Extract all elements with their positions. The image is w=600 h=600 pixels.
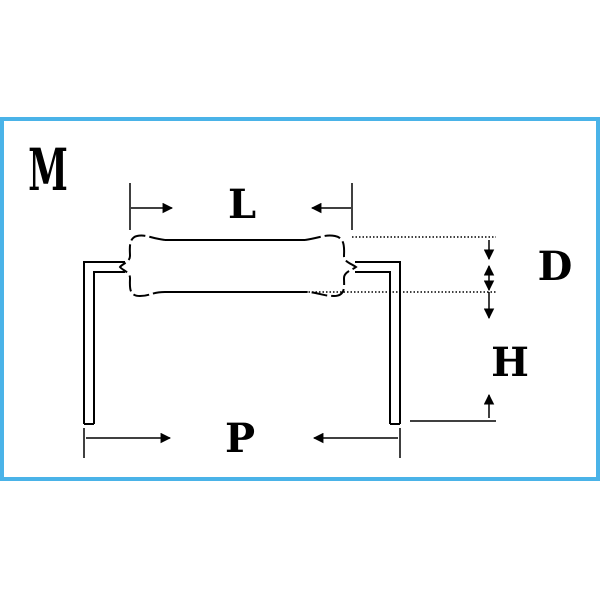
- pitch-label: P: [225, 415, 255, 462]
- length-label: L: [228, 181, 256, 228]
- resistor-body: [118, 234, 358, 298]
- variant-label: M: [28, 137, 68, 204]
- right-lead: [355, 261, 401, 425]
- height-label: H: [491, 339, 529, 386]
- height-dimension: [410, 393, 496, 422]
- diagram-frame: [0, 117, 600, 481]
- diameter-label: D: [538, 243, 573, 290]
- pitch-dimension: [83, 428, 401, 458]
- diameter-dimension: [305, 236, 496, 320]
- length-dimension: [129, 183, 353, 230]
- left-lead: [83, 261, 125, 425]
